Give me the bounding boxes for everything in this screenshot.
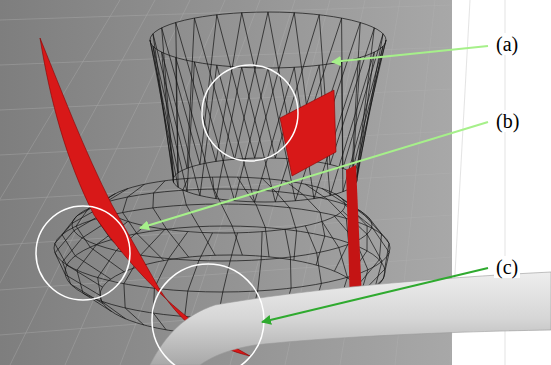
leader-arrow	[140, 122, 488, 228]
wire-line	[342, 18, 343, 168]
wire-line	[187, 62, 194, 192]
wire-line	[176, 23, 178, 173]
wire-line	[187, 18, 194, 168]
wire-line	[235, 12, 268, 159]
wire-line	[305, 184, 348, 271]
wire-line	[262, 178, 297, 260]
wire-ring	[173, 158, 357, 202]
callout-label: (a)	[494, 33, 520, 55]
highlight-circle	[36, 206, 130, 300]
grey-tube	[150, 272, 551, 365]
wire-line	[194, 62, 234, 201]
wire-line	[242, 13, 276, 158]
wire-line	[213, 177, 243, 255]
leader-arrow	[262, 268, 488, 322]
wire-line	[216, 13, 242, 162]
red-surface	[346, 165, 362, 305]
grid-line	[0, 5, 452, 20]
wire-line	[242, 67, 276, 202]
grid-line	[0, 0, 155, 365]
highlight-circle	[202, 65, 298, 161]
wire-line	[183, 178, 215, 255]
callout-label: (c)	[494, 256, 520, 278]
wire-line	[217, 15, 255, 158]
red-surface	[280, 90, 336, 176]
wire-line	[356, 28, 374, 178]
wire-line	[162, 28, 174, 178]
wire-line	[162, 52, 174, 182]
wire-line	[330, 28, 374, 165]
highlight-circle	[152, 264, 264, 365]
wire-line	[343, 34, 383, 169]
leader-arrow	[332, 46, 488, 62]
wire-line	[162, 52, 200, 195]
grid-line	[0, 0, 120, 365]
callout-label: (b)	[494, 110, 521, 132]
grid-line	[0, 215, 452, 245]
wire-ring	[105, 177, 345, 233]
wire-line	[153, 34, 174, 183]
wire-line	[153, 46, 187, 191]
